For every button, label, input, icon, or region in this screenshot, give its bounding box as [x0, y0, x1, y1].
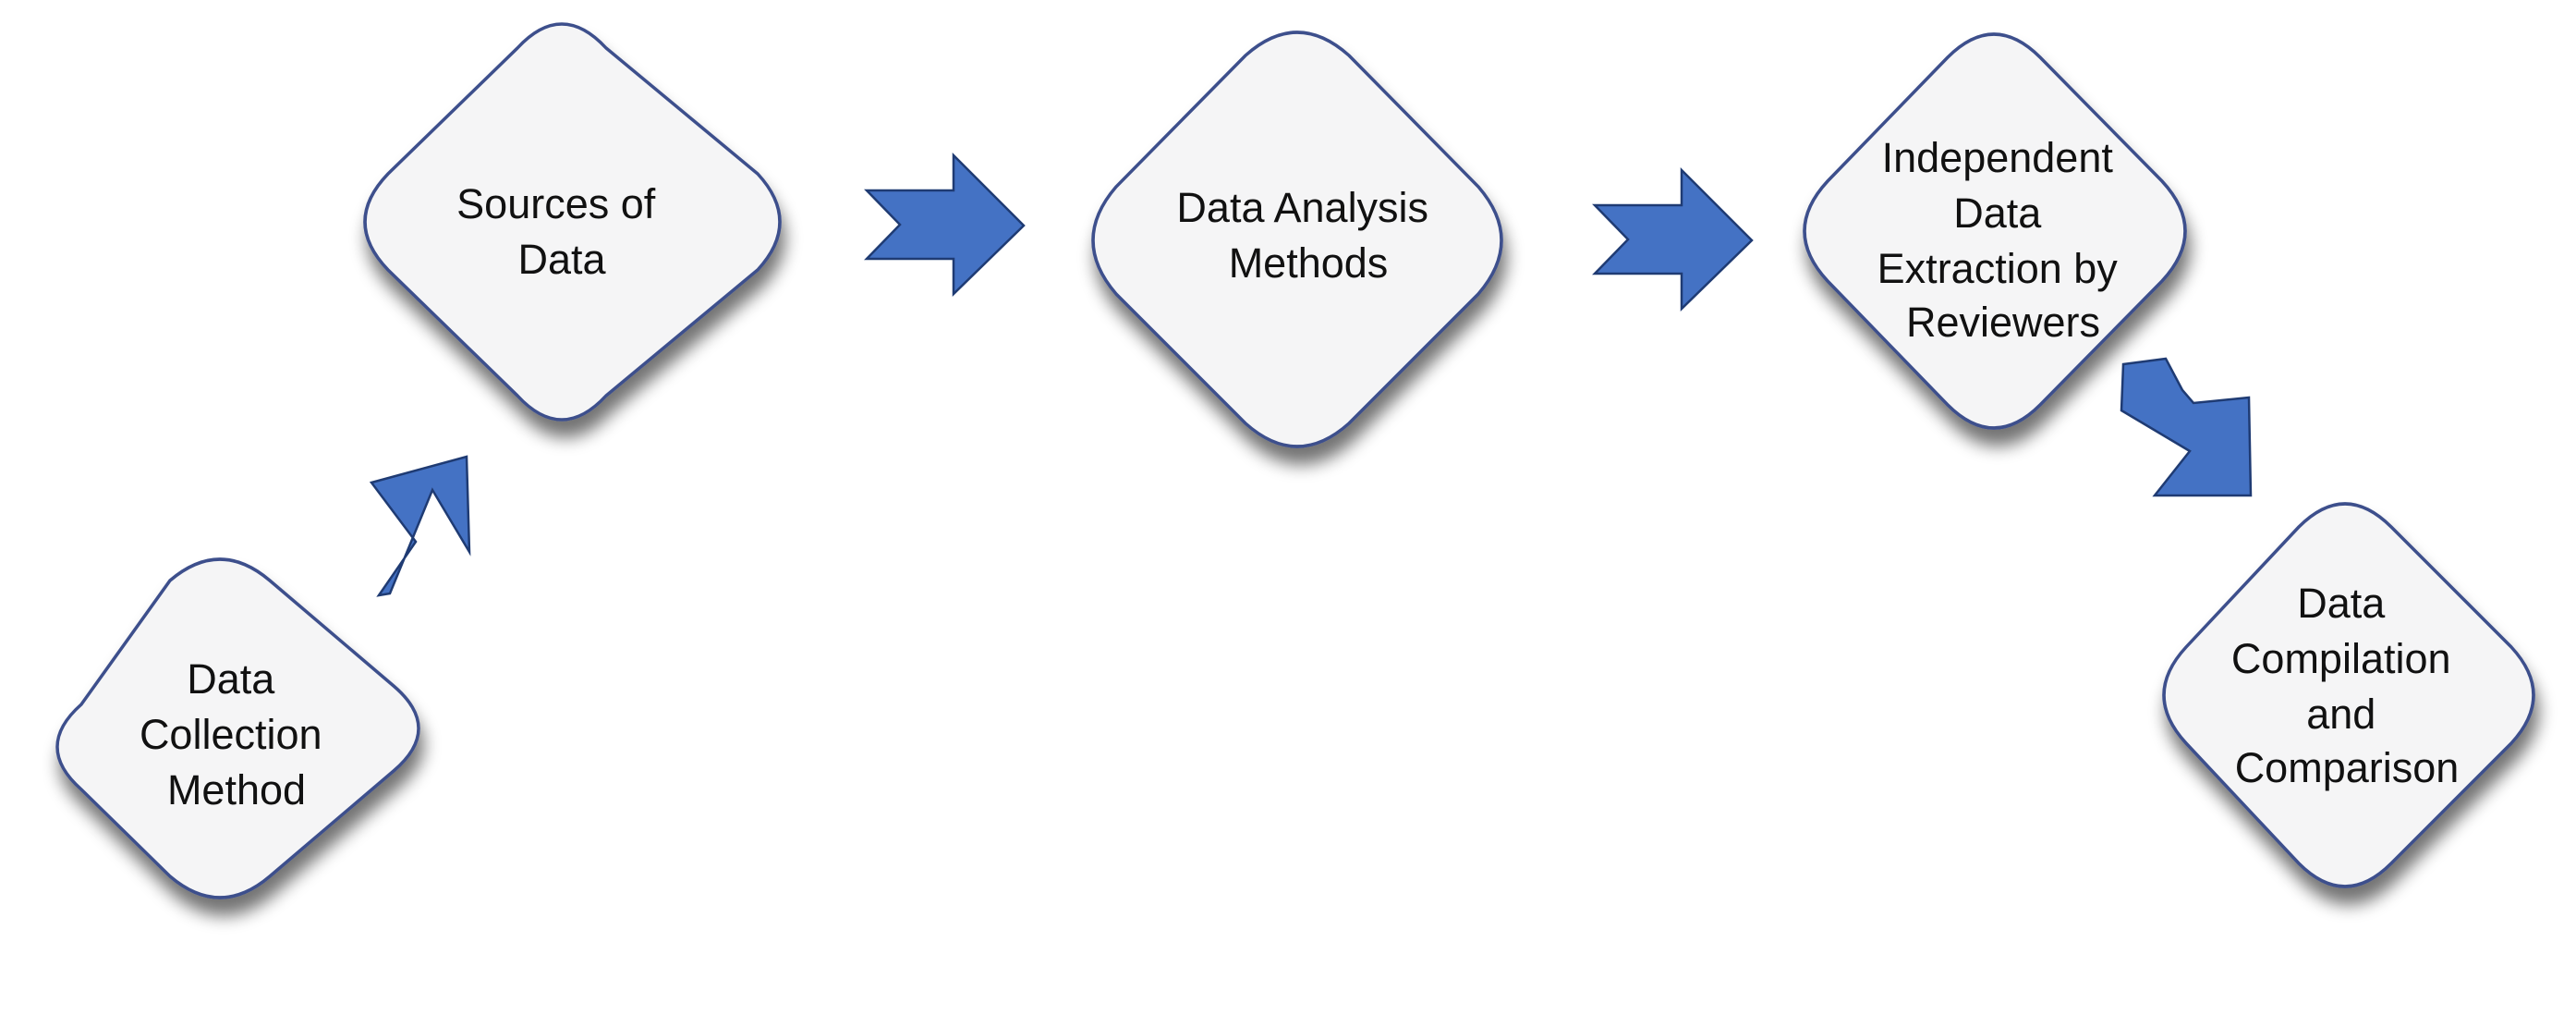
node-shape-independent-data-extraction [1803, 32, 2187, 430]
node-sources-of-data [363, 22, 782, 422]
arrow-analysis-to-extraction [1592, 166, 1754, 312]
arrow-extraction-to-compilation [2120, 357, 2253, 497]
node-label-independent-data-extraction: Independent Data Extraction by Reviewers [1877, 134, 2130, 346]
arrow-sources-to-analysis [864, 152, 1026, 297]
node-shape-data-analysis-methods [1091, 31, 1503, 448]
node-shape-sources-of-data [363, 22, 782, 422]
node-data-analysis-methods [1091, 31, 1503, 448]
node-data-collection-method [55, 557, 420, 899]
node-label-data-analysis-methods: Data Analysis Methods [1176, 184, 1440, 287]
node-label-data-compilation-comparison: Data Compilation and Comparison [2231, 580, 2462, 791]
node-shape-data-collection-method [55, 557, 420, 899]
node-label-sources-of-data: Sources of Data [456, 180, 667, 283]
node-data-compilation-comparison [2162, 502, 2535, 888]
node-independent-data-extraction [1803, 32, 2187, 430]
arrow-collection-to-sources [369, 455, 471, 597]
node-shape-data-compilation-comparison [2162, 502, 2535, 888]
node-label-data-collection-method: Data Collection Method [140, 655, 334, 813]
